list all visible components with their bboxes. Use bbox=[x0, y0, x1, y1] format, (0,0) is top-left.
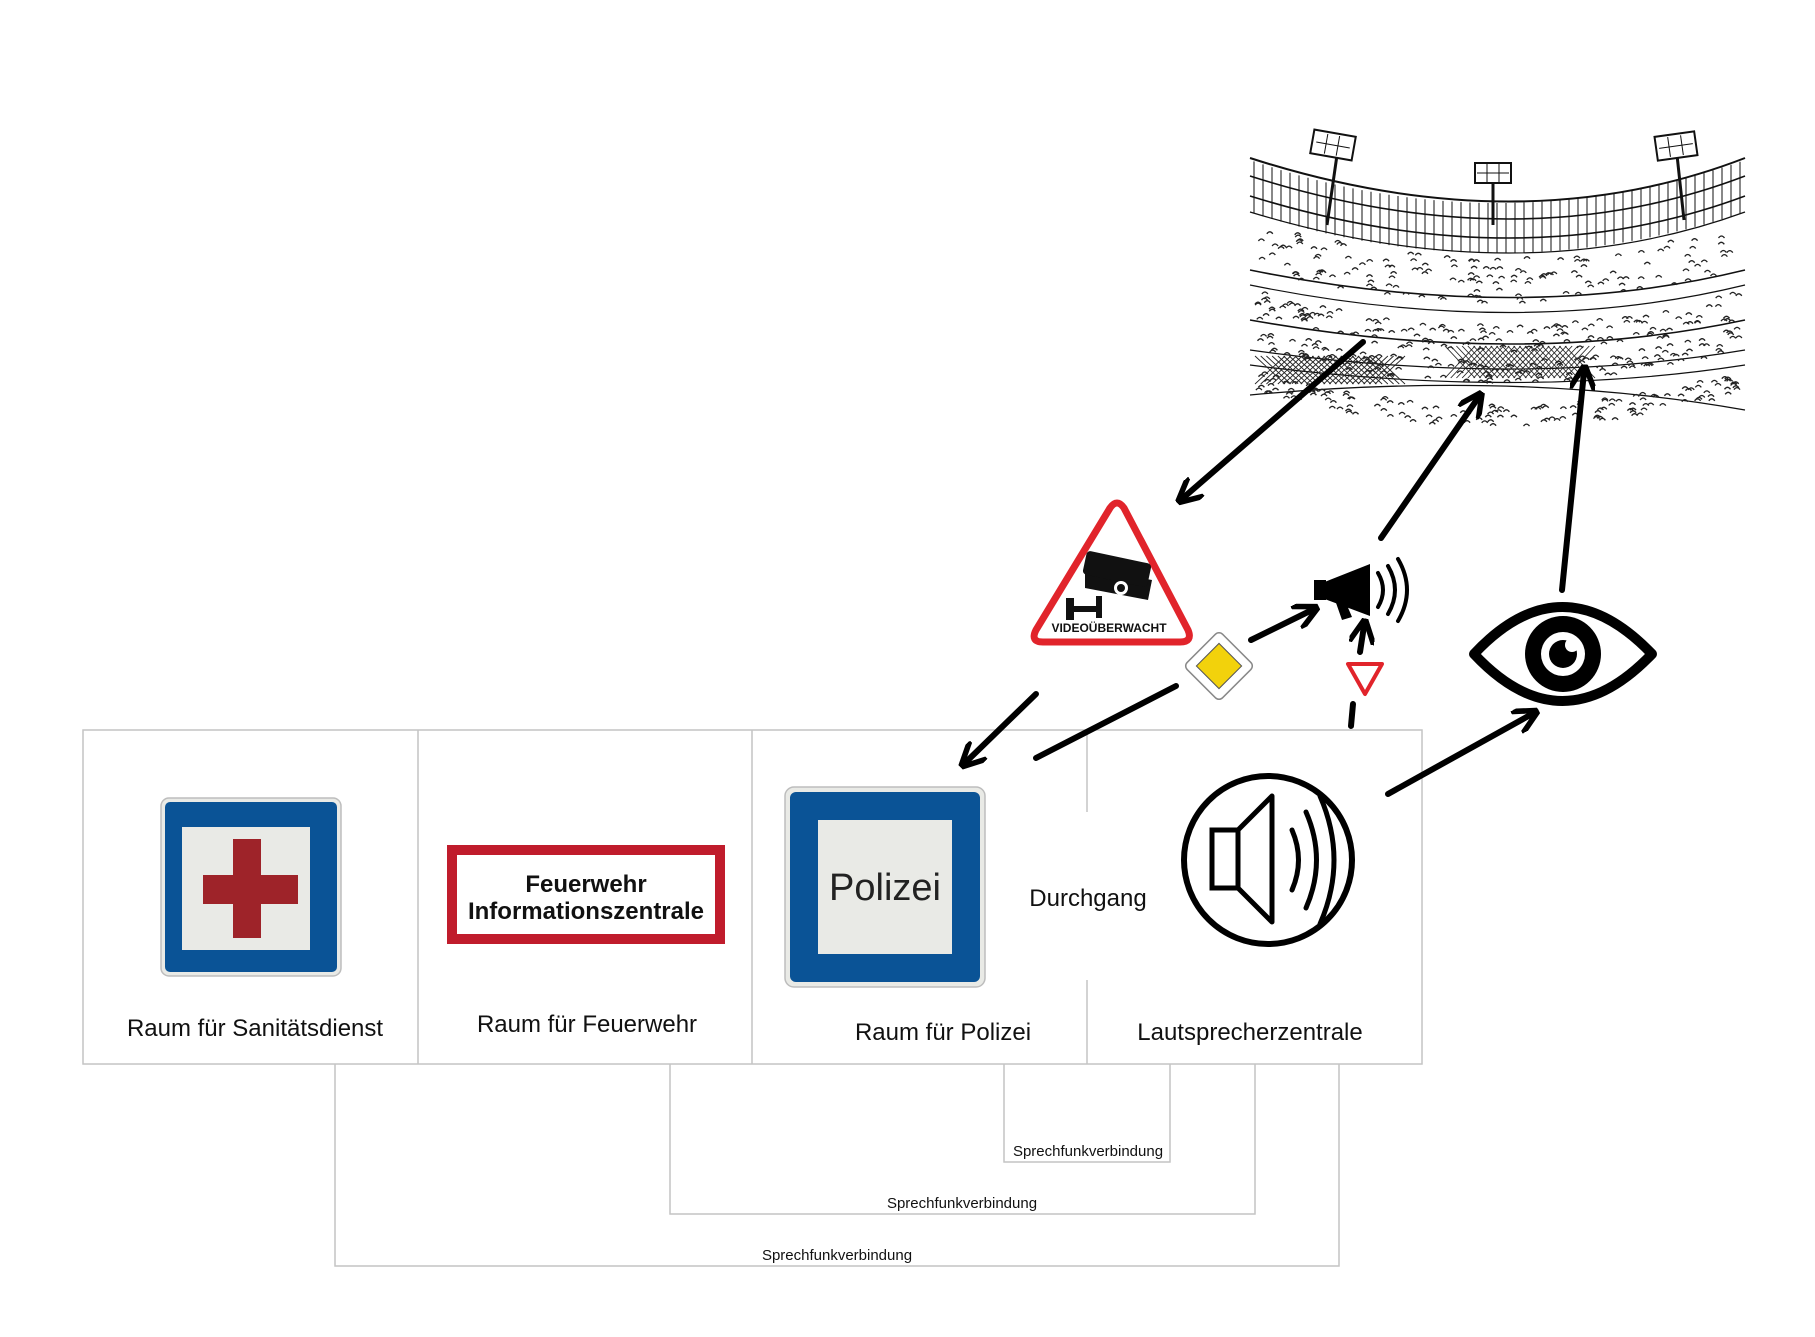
cctv-sign-text: VIDEOÜBERWACHT bbox=[1051, 620, 1167, 635]
radio-link-medic-speaker: Sprechfunkverbindung bbox=[334, 1064, 1340, 1267]
priority-road-sign-icon bbox=[1184, 631, 1254, 701]
fire-sign-line2: Informationszentrale bbox=[468, 898, 704, 925]
arrow-yield-to-megaphone bbox=[1360, 626, 1364, 655]
room-label-polizei: Raum für Polizei bbox=[855, 1019, 1031, 1046]
police-sign-text: Polizei bbox=[829, 867, 941, 909]
flow-arrows bbox=[966, 339, 1584, 797]
stadium-illustration bbox=[1249, 128, 1746, 427]
room-label-sanitaet: Raum für Sanitätsdienst bbox=[127, 1015, 383, 1042]
police-sign-icon: Polizei bbox=[784, 786, 986, 988]
radio-label-2: Sprechfunkverbindung bbox=[887, 1195, 1037, 1212]
arrow-speaker-to-yield-stem bbox=[1348, 701, 1356, 729]
floodlight-center bbox=[1474, 162, 1512, 225]
radio-label-3: Sprechfunkverbindung bbox=[762, 1247, 912, 1264]
radio-link-police-speaker: Sprechfunkverbindung bbox=[1003, 1064, 1171, 1163]
arrow-police-to-sign bbox=[1033, 683, 1179, 761]
arrow-stadium-to-camera bbox=[1183, 339, 1366, 498]
speaker-icon bbox=[1181, 773, 1355, 947]
room-label-lautsprecher: Lautsprecherzentrale bbox=[1137, 1019, 1362, 1046]
passage-label: Durchgang bbox=[1029, 885, 1146, 912]
megaphone-icon bbox=[1314, 557, 1409, 623]
room-label-feuerwehr: Raum für Feuerwehr bbox=[477, 1011, 697, 1038]
arrow-megaphone-to-stadium bbox=[1378, 398, 1478, 541]
cctv-camera-icon bbox=[1066, 551, 1152, 620]
floodlight-right bbox=[1653, 130, 1699, 221]
cctv-warning-sign: VIDEOÜBERWACHT bbox=[1030, 499, 1193, 646]
first-aid-sign bbox=[160, 797, 342, 977]
eye-icon bbox=[1469, 602, 1657, 706]
arrow-sign-to-megaphone bbox=[1248, 610, 1312, 643]
yield-sign-icon bbox=[1346, 662, 1384, 696]
fire-sign-line1: Feuerwehr bbox=[525, 871, 646, 898]
arrow-speaker-to-eye bbox=[1385, 714, 1532, 797]
floodlight-left bbox=[1309, 128, 1357, 226]
room-grid bbox=[82, 729, 1423, 1065]
arrow-eye-to-stadium bbox=[1559, 372, 1584, 593]
fire-info-sign-icon: Feuerwehr Informationszentrale bbox=[447, 845, 725, 944]
arrow-camera-to-police bbox=[966, 691, 1039, 762]
radio-link-fire-speaker: Sprechfunkverbindung bbox=[669, 1064, 1256, 1215]
radio-label-1: Sprechfunkverbindung bbox=[1013, 1143, 1163, 1160]
first-aid-cross-icon bbox=[203, 839, 298, 938]
